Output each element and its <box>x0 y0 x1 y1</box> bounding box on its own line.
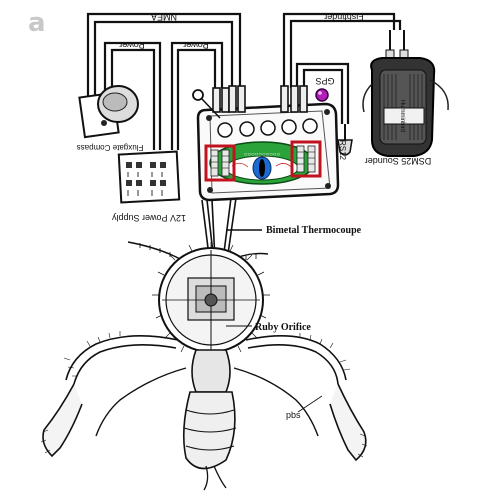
svg-text:○○○○○○○○○○: ○○○○○○○○○○ <box>244 152 281 158</box>
label-nmea: NMEA <box>151 12 177 22</box>
svg-text:Fluxgate Compass: Fluxgate Compass <box>77 143 144 152</box>
fluxgate-compass <box>78 85 139 139</box>
svg-text:RS12: RS12 <box>338 140 347 161</box>
power-cable-supply <box>170 41 224 150</box>
label-sounder-brand: Humminbird <box>399 100 405 132</box>
insect-illustration <box>40 241 368 491</box>
power-cable-compass <box>103 41 162 150</box>
svg-text:Fishfinder: Fishfinder <box>324 12 364 22</box>
connectors <box>212 85 308 113</box>
battery-right <box>290 140 322 178</box>
label-gps: GPS <box>315 76 334 86</box>
rs12-sensor <box>337 124 353 156</box>
svg-text:Power: Power <box>119 40 145 50</box>
label-power-supply: Power <box>183 40 209 50</box>
label-ruby-orifice: Ruby Orifice <box>255 322 311 333</box>
svg-text:12V Power Supply: 12V Power Supply <box>111 213 186 223</box>
label-power-supply-unit: 12V Power Supply <box>111 213 186 223</box>
logger-box: ○○○○○○○○○○ <box>196 85 340 202</box>
label-thermocouple: Bimetal Thermocoupe <box>266 225 362 236</box>
pbs-callout: pbs <box>286 395 323 420</box>
svg-text:NMEA: NMEA <box>151 12 177 22</box>
power-supply-unit <box>117 150 181 204</box>
cable-glands <box>217 118 318 138</box>
svg-text:GPS: GPS <box>315 76 334 86</box>
label-pbs: pbs <box>286 410 301 420</box>
svg-text:DSM25 Sounder: DSM25 Sounder <box>365 156 432 166</box>
label-fishfinder: Fishfinder <box>324 12 364 22</box>
fishfinder-cable <box>282 12 402 88</box>
battery-left <box>204 144 236 182</box>
svg-text:Power: Power <box>183 40 209 50</box>
label-fluxgate: Fluxgate Compass <box>77 143 144 152</box>
label-rs12: RS12 <box>338 140 347 161</box>
label-sounder: DSM25 Sounder <box>365 156 432 166</box>
nmea-cable <box>86 12 242 98</box>
pointer-marker <box>192 89 221 119</box>
panel-letter: a <box>28 8 46 38</box>
gps-antenna <box>315 88 329 102</box>
thermocouple-callout: Bimetal Thermocoupe <box>226 225 362 236</box>
svg-text:Humminbird: Humminbird <box>399 100 405 132</box>
label-power-compass: Power <box>119 40 145 50</box>
ruby-callout: Ruby Orifice <box>226 322 311 333</box>
gps-cable <box>295 62 350 124</box>
sounder-unit <box>362 30 449 157</box>
